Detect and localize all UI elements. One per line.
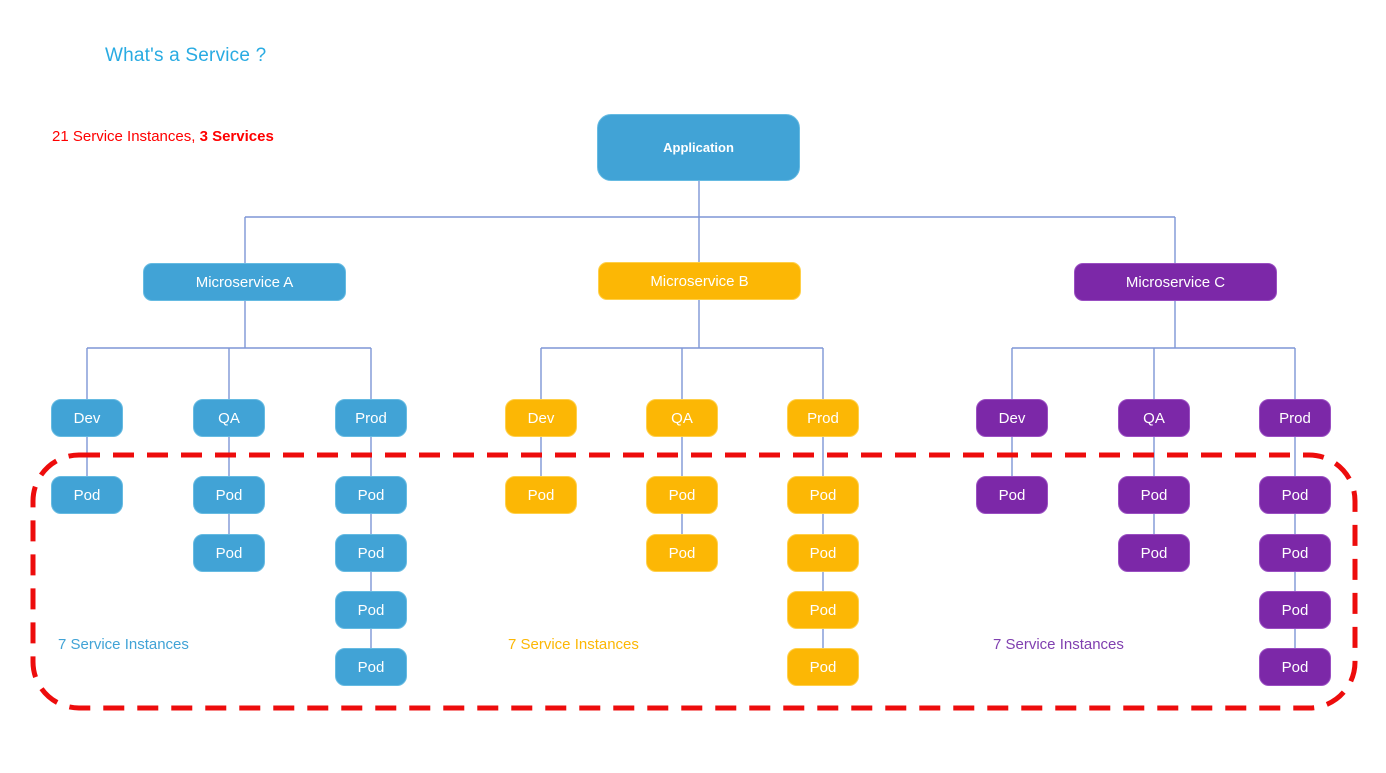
env-node-a-dev: Dev	[51, 399, 123, 437]
pod-node: Pod	[1259, 591, 1331, 629]
tree-lines-service-b	[540, 300, 824, 648]
tree-lines-root	[244, 181, 1176, 263]
pod-node: Pod	[1118, 534, 1190, 572]
pod-node: Pod	[193, 534, 265, 572]
application-node: Application	[597, 114, 800, 181]
pod-node: Pod	[51, 476, 123, 514]
tree-lines-service-a	[86, 301, 372, 648]
pod-node: Pod	[787, 591, 859, 629]
env-node-a-qa: QA	[193, 399, 265, 437]
instances-label-c: 7 Service Instances	[993, 636, 1124, 653]
microservice-c-node: Microservice C	[1074, 263, 1277, 301]
pod-node: Pod	[335, 534, 407, 572]
env-node-c-dev: Dev	[976, 399, 1048, 437]
pod-node: Pod	[646, 534, 718, 572]
pod-node: Pod	[1259, 534, 1331, 572]
pod-node: Pod	[976, 476, 1048, 514]
pod-node: Pod	[1259, 476, 1331, 514]
service-instances-boundary	[30, 452, 1358, 711]
pod-node: Pod	[787, 476, 859, 514]
pod-node: Pod	[646, 476, 718, 514]
pod-node: Pod	[1118, 476, 1190, 514]
summary-instances-text: 21 Service Instances,	[52, 128, 200, 145]
page-title: What's a Service ?	[105, 45, 267, 66]
env-node-c-qa: QA	[1118, 399, 1190, 437]
env-node-b-qa: QA	[646, 399, 718, 437]
microservice-b-node: Microservice B	[598, 262, 801, 300]
pod-node: Pod	[193, 476, 265, 514]
pod-node: Pod	[787, 648, 859, 686]
instances-label-a: 7 Service Instances	[58, 636, 189, 653]
summary-label: 21 Service Instances, 3 Services	[52, 128, 274, 145]
pod-node: Pod	[335, 648, 407, 686]
env-node-b-dev: Dev	[505, 399, 577, 437]
env-node-c-prod: Prod	[1259, 399, 1331, 437]
summary-services-text: 3 Services	[199, 128, 274, 145]
pod-node: Pod	[505, 476, 577, 514]
microservice-a-node: Microservice A	[143, 263, 346, 301]
env-node-a-prod: Prod	[335, 399, 407, 437]
pod-node: Pod	[335, 476, 407, 514]
pod-node: Pod	[1259, 648, 1331, 686]
pod-node: Pod	[335, 591, 407, 629]
tree-lines-service-c	[1011, 301, 1296, 648]
env-node-b-prod: Prod	[787, 399, 859, 437]
instances-label-b: 7 Service Instances	[508, 636, 639, 653]
pod-node: Pod	[787, 534, 859, 572]
